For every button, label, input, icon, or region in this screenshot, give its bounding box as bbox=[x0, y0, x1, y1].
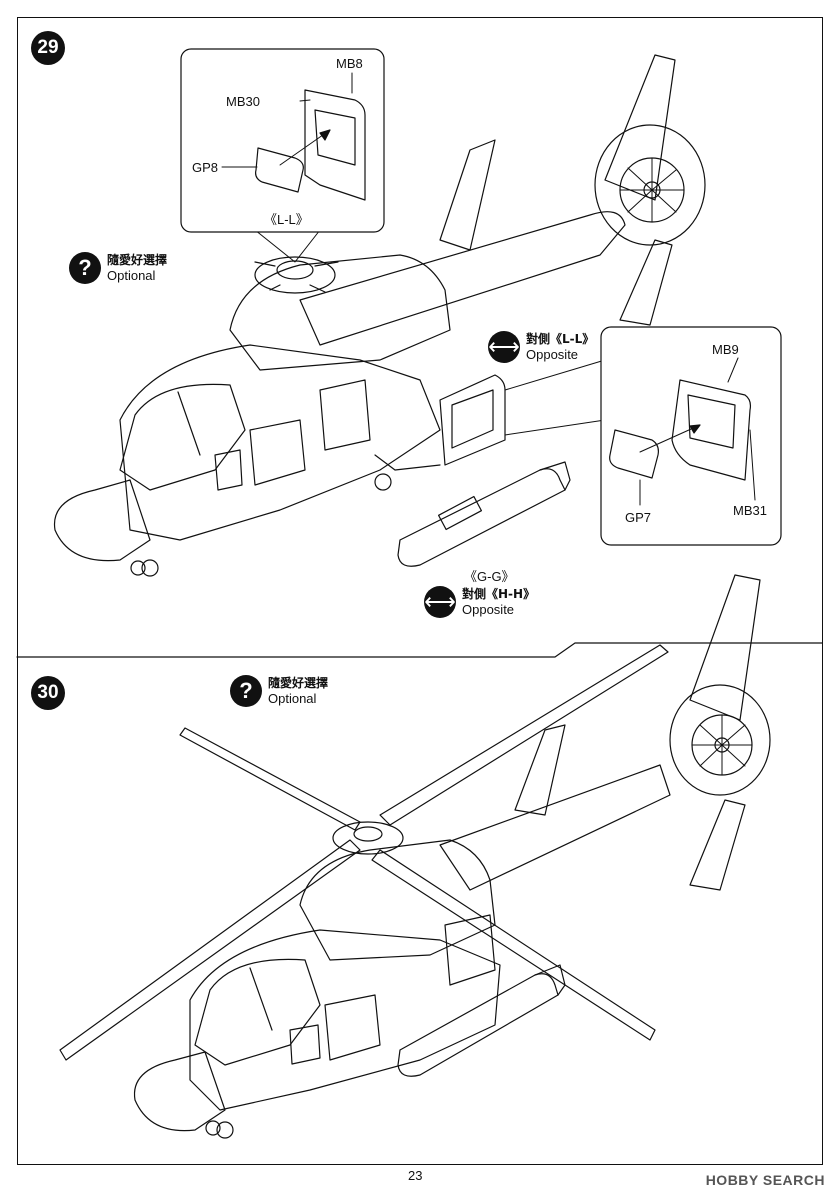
callout-box-left bbox=[180, 48, 385, 233]
part-label-mb8: MB8 bbox=[336, 56, 363, 71]
missile-opposite-cjk: 對側《H-H》 bbox=[462, 587, 536, 601]
missile-opposite-en: Opposite bbox=[462, 602, 515, 617]
page-number: 23 bbox=[408, 1168, 423, 1183]
missile-section-label: 《G-G》 bbox=[464, 569, 515, 584]
optional-note-cjk: 隨愛好選擇 bbox=[268, 676, 329, 690]
window-part-gp8 bbox=[255, 147, 304, 193]
double-arrow-icon: ⟷ bbox=[488, 331, 520, 363]
page-frame bbox=[17, 17, 823, 1165]
window-part-gp7 bbox=[609, 429, 659, 479]
part-label-gp7: GP7 bbox=[625, 510, 652, 525]
question-icon: ? bbox=[230, 675, 262, 707]
helicopter-step30 bbox=[59, 574, 771, 1139]
callout-box-right bbox=[600, 326, 782, 546]
optional-note: ? 隨愛好選擇 Optional bbox=[69, 252, 167, 284]
part-label-gp8: GP8 bbox=[192, 160, 219, 175]
door-part-mb9 bbox=[671, 379, 752, 481]
part-label-mb30: MB30 bbox=[226, 94, 260, 109]
optional-note: ? 隨愛好選擇 Optional bbox=[230, 675, 328, 707]
opposite-note: ⟷ 對側《L-L》 Opposite bbox=[488, 331, 594, 363]
opposite-note-en: Opposite bbox=[526, 347, 579, 362]
part-label-mb9: MB9 bbox=[712, 342, 739, 357]
door-part-mb8 bbox=[304, 89, 366, 201]
part-label-mb31: MB31 bbox=[733, 503, 767, 518]
optional-note-cjk: 隨愛好選擇 bbox=[107, 253, 168, 267]
opposite-note-cjk: 對側《L-L》 bbox=[526, 332, 595, 346]
question-icon: ? bbox=[69, 252, 101, 284]
double-arrow-icon: ⟷ bbox=[424, 586, 456, 618]
section-label: 《L-L》 bbox=[264, 212, 309, 227]
watermark: HOBBY SEARCH bbox=[705, 1172, 825, 1188]
optional-note-en: Optional bbox=[268, 691, 317, 706]
missile-opposite-note: ⟷ 對側《H-H》 Opposite bbox=[424, 586, 535, 618]
optional-note-en: Optional bbox=[107, 268, 156, 283]
step-number-badge: 29 bbox=[31, 31, 65, 65]
helicopter-step29 bbox=[53, 54, 706, 577]
step-number-badge: 30 bbox=[31, 676, 65, 710]
step-divider bbox=[16, 642, 823, 658]
